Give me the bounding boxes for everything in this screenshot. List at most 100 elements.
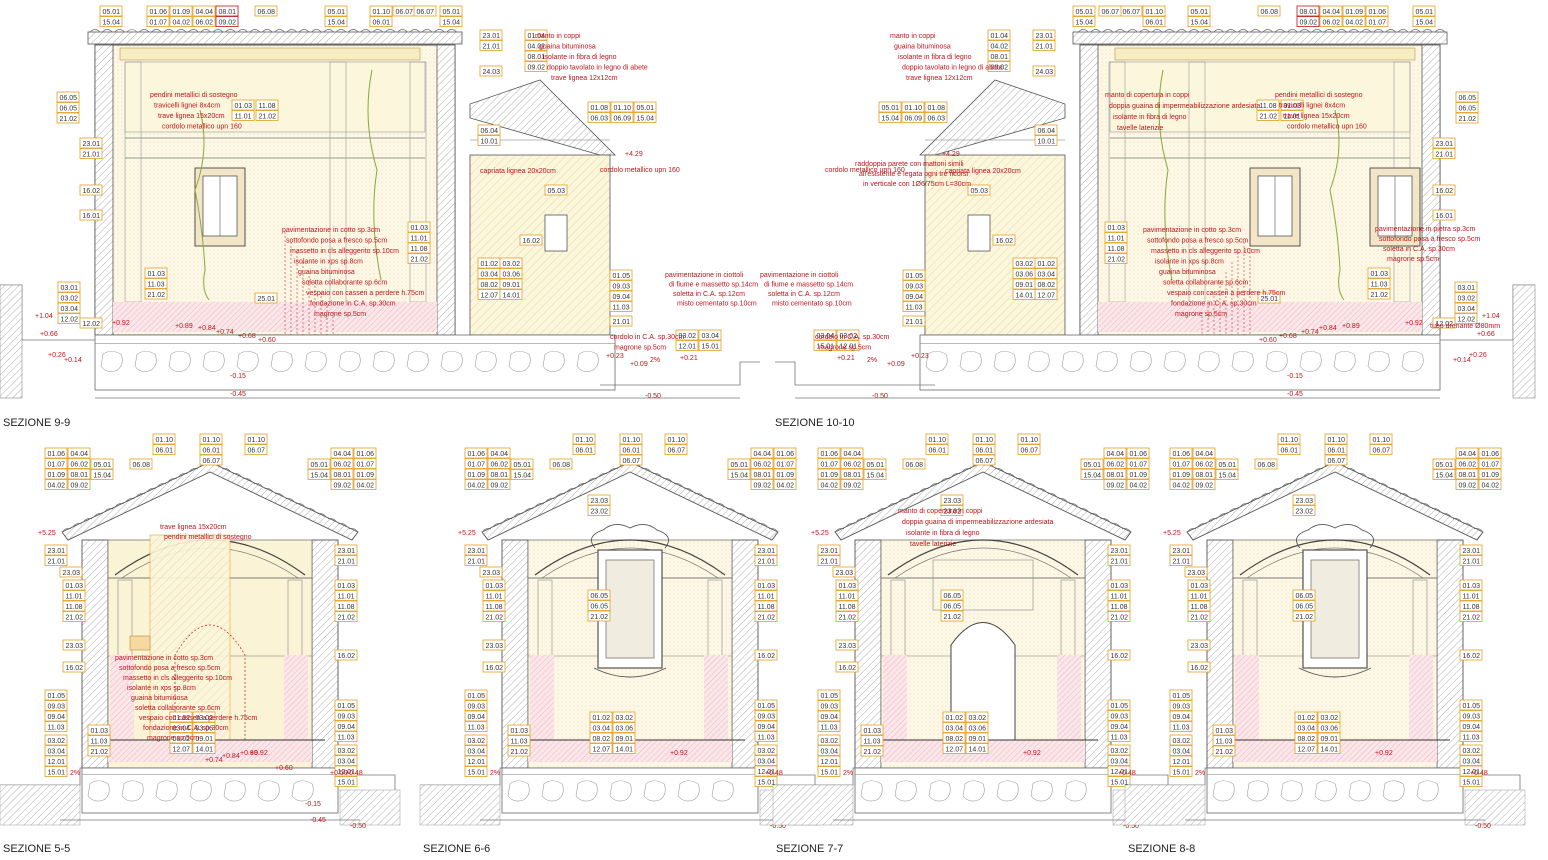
element-tag: 09.04: [44, 710, 68, 722]
section-wall-right: [1436, 539, 1464, 769]
element-tag: 14.01: [612, 743, 636, 754]
element-tag: 06.02: [487, 458, 511, 469]
element-tag-code: 23.02: [1296, 508, 1314, 515]
roof-tile: [1357, 473, 1367, 478]
level-mark: +0.23: [911, 353, 929, 360]
level-mark: +0.68: [238, 333, 256, 340]
element-tag: 01.03: [87, 724, 111, 736]
element-tag-code: 06.05: [60, 95, 78, 102]
element-tag-code: 11.08: [411, 246, 428, 253]
element-tag-code: 09.02: [71, 482, 89, 489]
element-tag-code: 15.01: [1111, 779, 1129, 786]
roof-tile: [1188, 29, 1200, 33]
element-tag-code: 11.01: [1191, 593, 1208, 600]
rising-damp-zone: [1235, 655, 1259, 740]
element-tag-code: 06.01: [976, 447, 994, 454]
roof-tile: [188, 29, 199, 33]
annotation-text: capriata lignea 20x20cm: [480, 168, 556, 175]
element-tag: 08.01: [330, 468, 354, 480]
element-tag-code: 21.02: [839, 614, 857, 621]
roof-tile: [1311, 29, 1323, 33]
element-tag: 23.03: [479, 566, 503, 578]
annotation-text: cordolo metallico upn 160: [825, 167, 905, 174]
element-tag-code: 06.01: [1146, 19, 1164, 26]
element-tag: 15.01: [813, 340, 837, 351]
element-tag-code: 04.04: [844, 451, 862, 458]
level-mark: +0.50: [330, 770, 348, 777]
element-tag: 15.04: [99, 16, 123, 27]
element-tag: 15.04: [439, 16, 463, 27]
annotation-text: all'esistente e legata ogni tre ricorsi: [859, 171, 969, 178]
element-tag: 06.07: [392, 5, 416, 17]
element-tag-code: 06.05: [1296, 603, 1314, 610]
roof-tile: [232, 473, 242, 478]
element-tag: 09.03: [1459, 710, 1483, 721]
element-tag: 09.01: [1012, 278, 1036, 290]
element-tag: 06.01: [972, 444, 996, 455]
element-tag-code: 14.01: [969, 746, 987, 753]
element-tag-code: 21.01: [1036, 43, 1054, 50]
element-tag: 01.10: [1017, 433, 1041, 445]
element-tag: 03.02: [192, 711, 216, 723]
element-tag: 08.01: [1296, 5, 1320, 17]
element-tag: 01.05: [1107, 699, 1131, 711]
element-tag-code: 01.06: [1369, 9, 1387, 16]
element-tag: 03.04: [817, 745, 841, 756]
roof-tile: [286, 29, 298, 33]
level-mark: -0.45: [230, 391, 246, 398]
roof-tile: [1271, 488, 1281, 493]
element-tag-code: 16.02: [1436, 188, 1454, 195]
annotation-text: guaina bituminosa: [131, 695, 188, 702]
element-tag: 16.01: [1432, 209, 1456, 221]
element-tag: 01.07: [146, 16, 170, 27]
roof-tile: [877, 508, 887, 513]
element-tag-code: 05.01: [1416, 9, 1434, 16]
element-tag: 03.04: [942, 722, 966, 733]
element-tag: 11.01: [231, 110, 255, 121]
element-tag-code: 15.04: [882, 115, 900, 122]
element-tag: 01.06: [773, 447, 797, 459]
element-tag: 23.03: [1187, 639, 1211, 651]
roof-tile: [1239, 503, 1249, 508]
element-tag-code: 05.01: [1076, 9, 1094, 16]
element-tag: 09.04: [817, 710, 841, 722]
element-tag-code: 06.05: [1459, 95, 1477, 102]
element-tag: 01.05: [1169, 689, 1193, 701]
element-tag-code: 01.06: [821, 451, 839, 458]
element-tag: 09.01: [965, 732, 989, 744]
element-tag: 11.03: [1459, 731, 1483, 742]
roof-tile: [1274, 29, 1286, 33]
level-mark: +0.74: [1301, 329, 1319, 336]
element-tag: 16.02: [79, 184, 103, 196]
stone-outline: [1231, 350, 1254, 372]
element-tag-code: 01.07: [777, 461, 795, 468]
element-tag-code: 01.05: [821, 693, 839, 700]
stone-outline: [155, 780, 178, 802]
roof-tile: [135, 493, 146, 498]
element-tag-code: 21.01: [613, 319, 631, 326]
element-tag: 09.01: [1317, 732, 1341, 744]
element-tag-code: 06.01: [156, 447, 174, 454]
element-tag-code: 09.03: [758, 713, 776, 720]
element-tag: 21.02: [860, 745, 884, 757]
element-tag: 03.04: [698, 329, 722, 341]
element-tag-code: 12.07: [593, 746, 611, 753]
element-tag: 03.06: [499, 268, 523, 279]
element-tag-code: 06.08: [258, 9, 276, 16]
element-tag-code: 16.02: [839, 665, 857, 672]
element-tag-code: 08.01: [1459, 472, 1477, 479]
annotation-text: vespaio con casseri a perdere h.75cm: [1167, 290, 1285, 297]
element-tag-code: 09.01: [616, 736, 634, 743]
element-tag: 11.03: [1212, 735, 1236, 746]
roof-tile: [1473, 528, 1484, 533]
element-tag: 03.02: [57, 292, 81, 303]
element-tag-code: 15.04: [1084, 472, 1102, 479]
element-tag: 01.09: [1342, 5, 1366, 17]
section-title: SEZIONE 6-6: [423, 843, 490, 855]
stone-outline: [507, 780, 530, 802]
element-tag-code: 01.06: [1482, 451, 1500, 458]
element-tag-code: 08.01: [334, 472, 352, 479]
element-tag-code: 01.03: [235, 103, 253, 110]
element-tag: 06.02: [1319, 16, 1343, 27]
annotation-text: sottofondo posa a fresco sp.5cm: [1379, 236, 1480, 243]
